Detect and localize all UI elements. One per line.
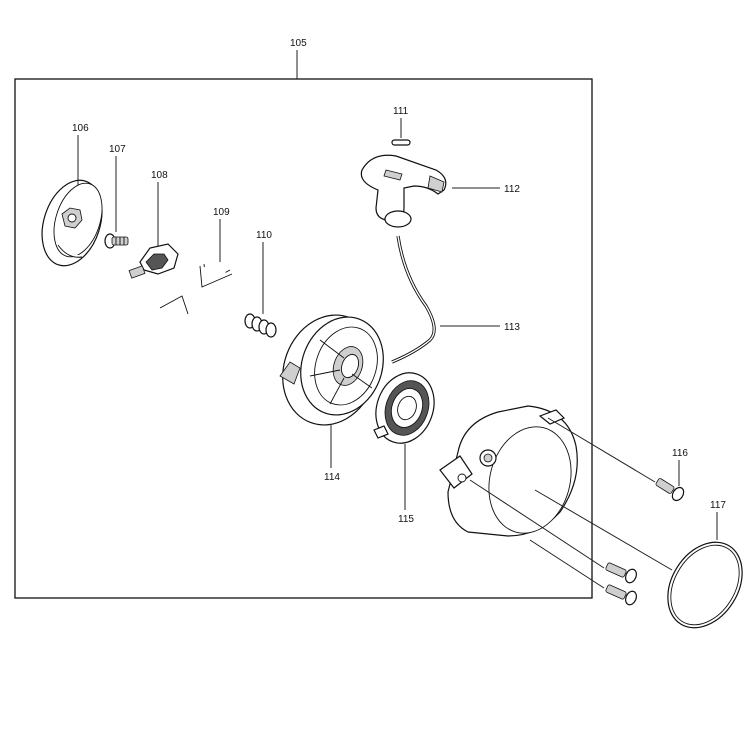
part-117-gasket <box>667 541 743 629</box>
callout-106: 106 <box>72 123 89 185</box>
part-106-flange <box>41 179 103 267</box>
callout-105: 105 <box>290 38 307 79</box>
housing-screw-1 <box>605 562 637 584</box>
part-111-clip <box>391 139 411 146</box>
callout-109: 109 <box>213 207 230 262</box>
callout-112: 112 <box>452 184 520 195</box>
callout-116: 116 <box>672 448 688 486</box>
callout-115: 115 <box>398 444 414 525</box>
part-112-handle <box>360 154 447 228</box>
label-116: 116 <box>672 448 688 459</box>
starter-housing <box>439 405 578 537</box>
callout-117: 117 <box>710 500 726 540</box>
housing-leader-lines <box>469 417 673 589</box>
part-109-hex-key <box>199 263 233 288</box>
label-110: 110 <box>256 230 272 241</box>
label-112: 112 <box>504 184 520 195</box>
label-117: 117 <box>710 500 726 511</box>
housing-screw-2 <box>605 584 637 606</box>
label-106: 106 <box>72 123 89 134</box>
part-109-second-key <box>159 295 189 315</box>
callout-110: 110 <box>256 230 272 314</box>
label-107: 107 <box>109 144 126 155</box>
label-108: 108 <box>151 170 168 181</box>
callout-113: 113 <box>440 322 520 333</box>
part-116-bolt <box>655 478 685 502</box>
label-115: 115 <box>398 514 414 525</box>
part-115-spring <box>373 372 435 444</box>
label-109: 109 <box>213 207 230 218</box>
part-108-ratchet <box>128 243 179 279</box>
callout-114: 114 <box>324 424 340 483</box>
label-113: 113 <box>504 322 520 333</box>
callout-108: 108 <box>151 170 168 246</box>
label-105: 105 <box>290 38 307 49</box>
part-107-bolt <box>104 233 129 249</box>
part-113-rope <box>391 235 436 364</box>
callout-111: 111 <box>393 106 409 138</box>
label-111: 111 <box>393 106 409 117</box>
assembly-frame <box>14 78 593 599</box>
part-114-pulley <box>279 314 384 426</box>
label-114: 114 <box>324 472 340 483</box>
callout-107: 107 <box>109 144 126 232</box>
part-110-spring <box>244 313 277 338</box>
